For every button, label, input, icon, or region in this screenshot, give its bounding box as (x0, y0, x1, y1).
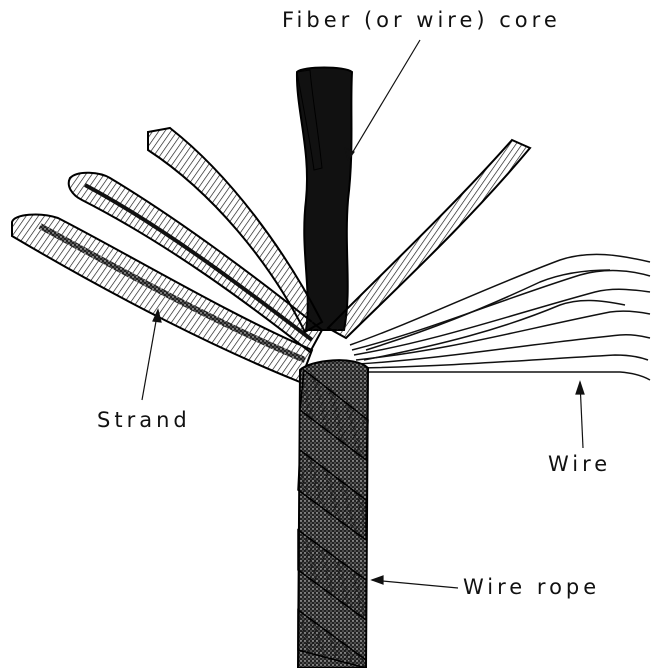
wire-rope-label: Wire rope (463, 575, 600, 599)
wire-label: Wire (548, 452, 611, 476)
leader-core (348, 40, 420, 160)
leader-strand (142, 310, 158, 400)
wire-rope-body (298, 360, 368, 668)
fiber-core-label: Fiber (or wire) core (282, 8, 561, 32)
strand-right (328, 140, 530, 338)
strand-label: Strand (97, 408, 191, 432)
leader-wire-rope (372, 580, 458, 588)
